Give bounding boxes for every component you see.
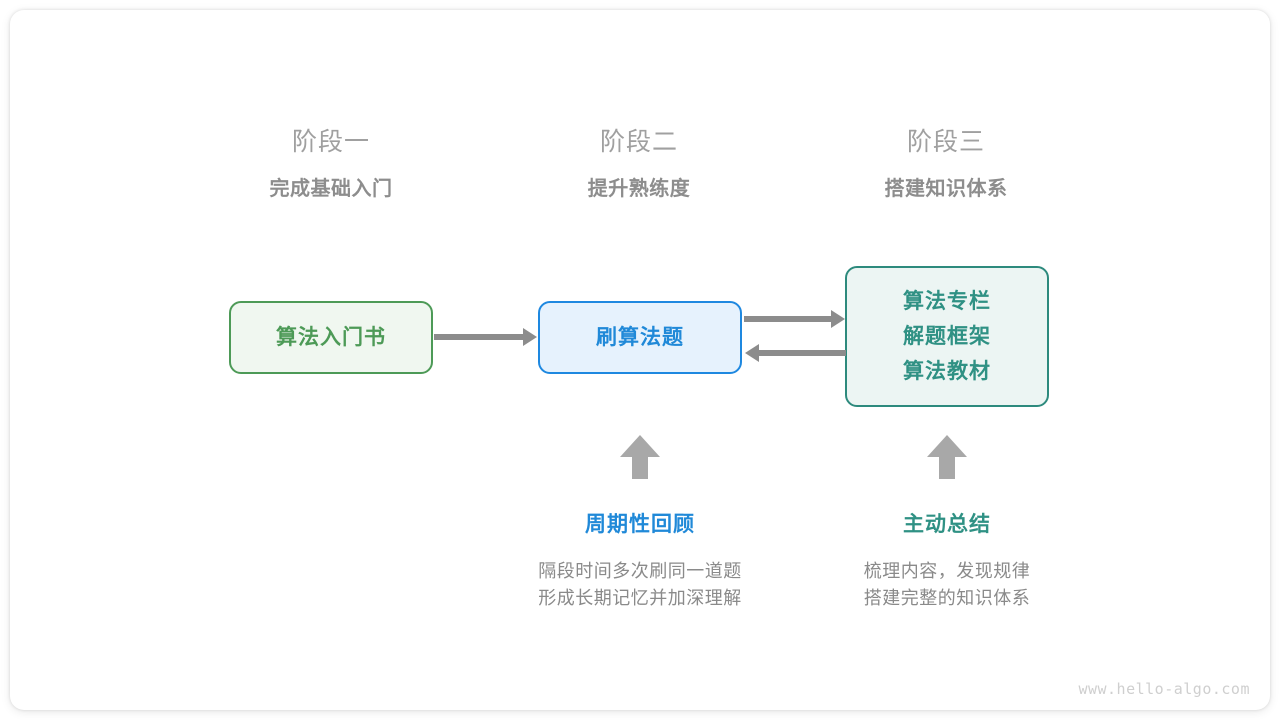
- arrow-up-review-head: [620, 435, 660, 457]
- arrow-resources-to-practice-icon: [745, 344, 846, 362]
- annotation-summary-desc-line-2: 搭建完整的知识体系: [863, 588, 1031, 608]
- node-resources-line-3: 算法教材: [903, 360, 991, 383]
- node-resources-line-1: 算法专栏: [903, 290, 991, 313]
- arrow-practice-to-resources-icon: [744, 310, 845, 328]
- annotation-summary-description: 梳理内容，发现规律 搭建完整的知识体系: [797, 558, 1097, 612]
- annotation-summary-desc-line-1: 梳理内容，发现规律: [863, 561, 1031, 581]
- annotation-review-desc-line-1: 隔段时间多次刷同一道题: [538, 561, 742, 581]
- annotation-summary-title: 主动总结: [903, 513, 991, 536]
- stage-3-title: 阶段三: [906, 128, 985, 156]
- node-practice-line-1: 刷算法题: [596, 326, 684, 349]
- stage-header-3: 阶段三 搭建知识体系: [816, 126, 1076, 204]
- stage-header-2: 阶段二 提升熟练度: [509, 126, 769, 204]
- annotation-review-description: 隔段时间多次刷同一道题 形成长期记忆并加深理解: [490, 558, 790, 612]
- annotation-active-summary: 主动总结 梳理内容，发现规律 搭建完整的知识体系: [797, 510, 1097, 612]
- arrow-book-to-practice-icon: [434, 328, 537, 346]
- arrow-up-summary-shaft: [939, 456, 955, 479]
- node-book-line-1: 算法入门书: [276, 326, 386, 349]
- annotation-periodic-review: 周期性回顾 隔段时间多次刷同一道题 形成长期记忆并加深理解: [490, 510, 790, 612]
- annotation-review-desc-line-2: 形成长期记忆并加深理解: [538, 588, 742, 608]
- stage-header-1: 阶段一 完成基础入门: [201, 126, 461, 204]
- arrow-up-review-icon: [620, 435, 660, 479]
- node-practice-problems[interactable]: 刷算法题: [538, 301, 742, 374]
- arrow-up-review-shaft: [632, 456, 648, 479]
- watermark-url: www.hello-algo.com: [1078, 680, 1250, 698]
- arrow-up-summary-head: [927, 435, 967, 457]
- stage-1-subtitle: 完成基础入门: [269, 178, 393, 200]
- annotation-review-title: 周期性回顾: [585, 513, 695, 536]
- stage-3-subtitle: 搭建知识体系: [884, 178, 1008, 200]
- arrow-up-summary-icon: [927, 435, 967, 479]
- node-advanced-resources[interactable]: 算法专栏 解题框架 算法教材: [845, 266, 1049, 407]
- node-algorithm-intro-book[interactable]: 算法入门书: [229, 301, 433, 374]
- stage-2-title: 阶段二: [599, 128, 678, 156]
- stage-1-title: 阶段一: [291, 128, 370, 156]
- node-resources-line-2: 解题框架: [903, 325, 991, 348]
- stage-2-subtitle: 提升熟练度: [587, 178, 691, 200]
